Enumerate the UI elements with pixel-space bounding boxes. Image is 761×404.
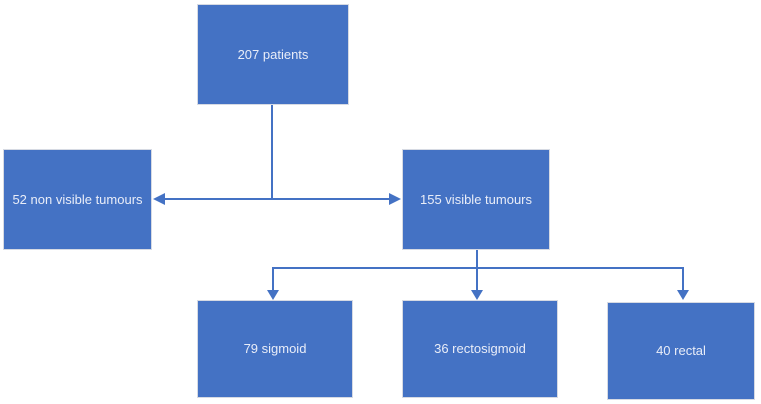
connector-drop-rectosigmoid <box>476 268 478 292</box>
connector-branch-horizontal <box>272 267 684 269</box>
node-visible-tumours-label: 155 visible tumours <box>420 191 532 207</box>
arrowhead-down-icon <box>267 290 279 300</box>
node-non-visible-tumours: 52 non visible tumours <box>3 149 152 250</box>
connector-drop-sigmoid <box>272 268 274 292</box>
node-visible-tumours: 155 visible tumours <box>402 149 550 250</box>
node-rectosigmoid-label: 36 rectosigmoid <box>434 341 526 357</box>
connector-split-horizontal <box>162 198 392 200</box>
node-rectosigmoid: 36 rectosigmoid <box>402 300 558 398</box>
node-non-visible-tumours-label: 52 non visible tumours <box>12 191 143 207</box>
connector-drop-rectal <box>682 268 684 292</box>
node-patients: 207 patients <box>197 4 349 105</box>
node-patients-label: 207 patients <box>237 46 309 62</box>
node-rectal: 40 rectal <box>607 302 755 400</box>
arrowhead-down-icon <box>471 290 483 300</box>
arrowhead-left-icon <box>153 193 165 205</box>
arrowhead-right-icon <box>389 193 401 205</box>
connector-visible-down <box>476 250 478 269</box>
node-sigmoid-label: 79 sigmoid <box>243 341 307 357</box>
node-rectal-label: 40 rectal <box>656 343 706 359</box>
node-sigmoid: 79 sigmoid <box>197 300 353 398</box>
arrowhead-down-icon <box>677 290 689 300</box>
connector-patients-down <box>271 105 273 199</box>
